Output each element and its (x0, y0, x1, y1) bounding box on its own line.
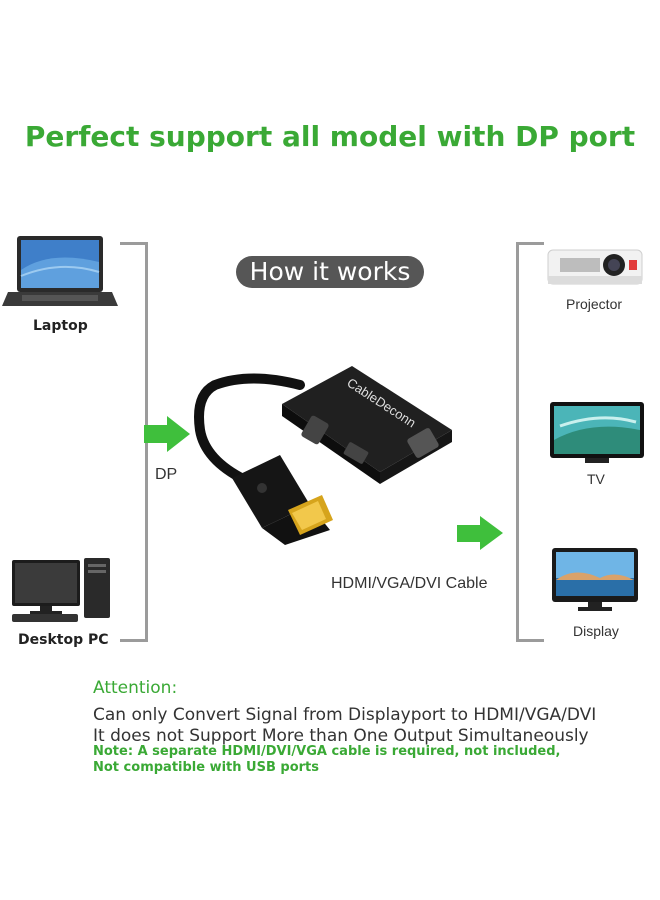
dp-plug (232, 455, 333, 545)
cable-label: HDMI/VGA/DVI Cable (331, 575, 488, 592)
right-bracket (516, 242, 544, 642)
attention-line-2: It does not Support More than One Output… (93, 726, 589, 746)
attention-note-2: Not compatible with USB ports (93, 760, 320, 775)
adapter-cable (194, 373, 305, 485)
attention-note-1: Note: A separate HDMI/DVI/VGA cable is r… (93, 744, 561, 759)
how-it-works-pill: How it works (236, 256, 424, 288)
laptop-label: Laptop (33, 318, 88, 334)
attention-line-1: Can only Convert Signal from Displayport… (93, 705, 597, 725)
output-arrow-icon (457, 516, 503, 550)
desktop-pc-icon (12, 558, 110, 622)
projector-icon (547, 249, 643, 285)
headline: Perfect support all model with DP port (24, 120, 636, 153)
laptop-icon (2, 236, 118, 306)
tv-icon (550, 402, 644, 463)
display-icon (552, 548, 638, 611)
attention-title: Attention: (93, 678, 178, 698)
display-label: Display (573, 623, 619, 639)
dp-arrow-icon (144, 416, 190, 452)
adapter-box (282, 366, 452, 484)
projector-label: Projector (566, 296, 623, 312)
desktop-pc-label: Desktop PC (18, 632, 109, 648)
dp-label: DP (155, 466, 178, 483)
tv-label: TV (587, 471, 605, 487)
